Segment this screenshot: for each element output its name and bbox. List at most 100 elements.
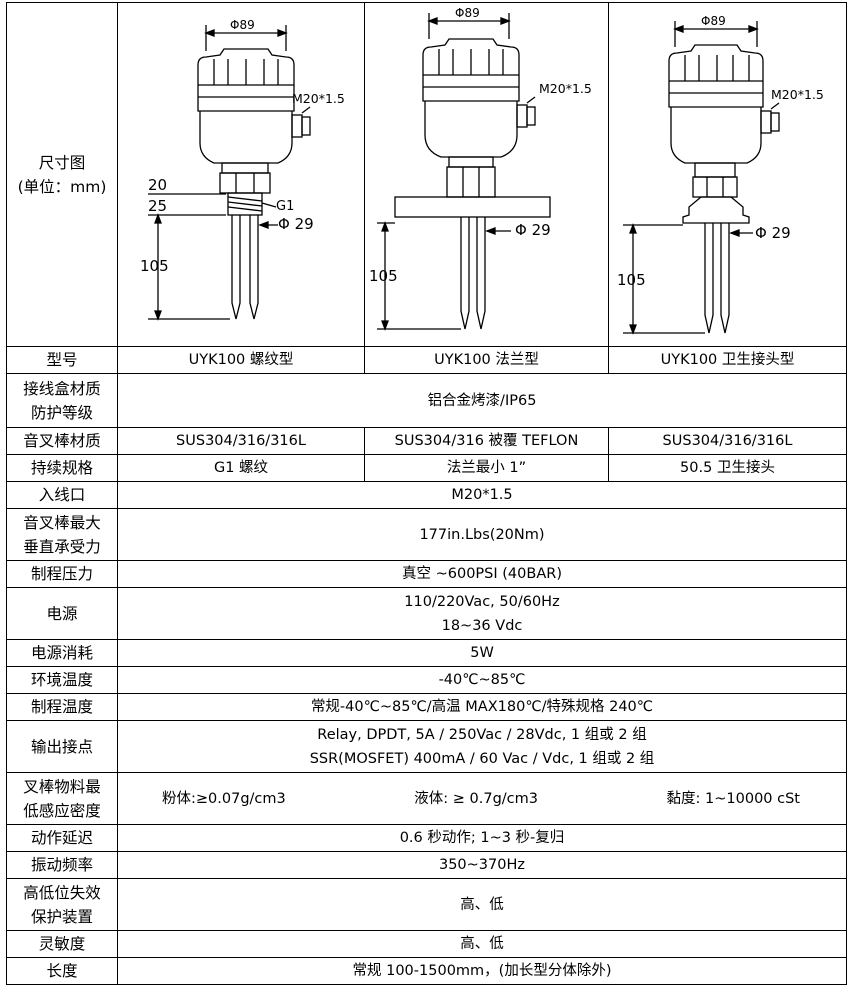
length-label: 长度 [6,957,118,985]
sanitary-length-label: 105 [617,271,646,289]
min-density-label-line-1: 叉棒物料最 [23,777,101,796]
housing-label: 接线盒材质 防护等级 [6,373,118,428]
dimension-label-unit: (单位：mm) [17,177,107,196]
power-value-dc: 18~36 Vdc [441,617,523,634]
threaded-diameter-label: Φ89 [230,18,255,32]
dimension-row: 尺寸图 (单位：mm) [6,2,847,347]
min-density-liquid: 液体: ≥ 0.7g/cm3 [414,790,538,807]
failsafe-label: 高低位失效 保护装置 [6,878,118,931]
delay-value: 0.6 秒动作; 1~3 秒-复归 [117,824,847,852]
threaded-fork-diameter: Φ 29 [278,215,314,233]
ambient-temp-value: -40℃~85℃ [117,666,847,694]
max-force-label: 音叉棒最大 垂直承受力 [6,508,118,561]
sanitary-drawing-cell: Φ89 M20*1.5 Φ 29 105 [608,2,847,347]
process-pressure-value: 真空 ~600PSI (40BAR) [117,560,847,588]
sensitivity-value: 高、低 [117,930,847,958]
threaded-dim-20: 20 [148,176,167,194]
consumption-label: 电源消耗 [6,639,118,667]
model-threaded: UYK100 螺纹型 [117,346,365,374]
output-row: 输出接点 Relay, DPDT, 5A / 250Vac / 28Vdc, 1… [6,720,847,773]
dimension-label: 尺寸图 (单位：mm) [6,2,118,347]
flange-diameter-label: Φ89 [455,6,480,20]
min-density-label: 叉棒物料最 低感应密度 [6,772,118,825]
output-value-ssr: SSR(MOSFET) 400mA / 60 Vac / Vdc, 1 组或 2… [309,750,655,767]
fork-material-row: 音叉棒材质 SUS304/316/316L SUS304/316 被覆 TEFL… [6,427,847,455]
threaded-dim-25: 25 [148,197,167,215]
housing-value: 铝合金烤漆/IP65 [117,373,847,428]
connection-sanitary: 50.5 卫生接头 [608,454,847,482]
process-pressure-label: 制程压力 [6,560,118,588]
housing-label-line-1: 接线盒材质 [23,379,101,398]
power-value-ac: 110/220Vac, 50/60Hz [404,593,560,610]
connection-threaded: G1 螺纹 [117,454,365,482]
model-row: 型号 UYK100 螺纹型 UYK100 法兰型 UYK100 卫生接头型 [6,346,847,374]
sanitary-drawing: Φ89 M20*1.5 Φ 29 105 [617,14,824,335]
process-temp-value: 常规-40℃~85℃/高温 MAX180℃/特殊规格 240℃ [117,693,847,721]
delay-row: 动作延迟 0.6 秒动作; 1~3 秒-复归 [6,824,847,852]
threaded-thread-label: G1 [276,199,294,214]
ambient-temp-row: 环境温度 -40℃~85℃ [6,666,847,694]
model-label: 型号 [6,346,118,374]
min-density-label-line-2: 低感应密度 [23,801,101,820]
frequency-label: 振动频率 [6,851,118,879]
output-value: Relay, DPDT, 5A / 250Vac / 28Vdc, 1 组或 2… [117,720,847,773]
flange-cable-label: M20*1.5 [539,81,592,96]
fork-material-flange: SUS304/316 被覆 TEFLON [364,427,609,455]
fork-material-sanitary: SUS304/316/316L [608,427,847,455]
min-density-row: 叉棒物料最 低感应密度 粉体:≥0.07g/cm3 液体: ≥ 0.7g/cm3… [6,772,847,825]
cable-entry-label: 入线口 [6,481,118,509]
process-pressure-row: 制程压力 真空 ~600PSI (40BAR) [6,560,847,588]
threaded-cable-label: M20*1.5 [292,91,345,106]
max-force-value: 177in.Lbs(20Nm) [117,508,847,561]
delay-label: 动作延迟 [6,824,118,852]
connection-flange: 法兰最小 1” [364,454,609,482]
power-row: 电源 110/220Vac, 50/60Hz 18~36 Vdc [6,587,847,640]
flange-drawing-cell: Φ89 M20*1.5 Φ 29 105 [364,2,609,347]
process-temp-label: 制程温度 [6,693,118,721]
failsafe-row: 高低位失效 保护装置 高、低 [6,878,847,931]
sanitary-fork-diameter: Φ 29 [755,224,791,242]
housing-label-line-2: 防护等级 [30,403,93,422]
failsafe-label-line-1: 高低位失效 [23,883,101,902]
process-temp-row: 制程温度 常规-40℃~85℃/高温 MAX180℃/特殊规格 240℃ [6,693,847,721]
ambient-temp-label: 环境温度 [6,666,118,694]
threaded-drawing: Φ89 M20*1.5 20 25 G1 Φ 29 105 [140,18,345,321]
consumption-row: 电源消耗 5W [6,639,847,667]
max-force-row: 音叉棒最大 垂直承受力 177in.Lbs(20Nm) [6,508,847,561]
flange-drawing: Φ89 M20*1.5 Φ 29 105 [369,6,592,331]
sensitivity-row: 灵敏度 高、低 [6,930,847,958]
consumption-value: 5W [117,639,847,667]
min-density-powder: 粉体:≥0.07g/cm3 [162,790,286,807]
length-value: 常规 100-1500mm，(加长型分体除外) [117,957,847,985]
sensitivity-label: 灵敏度 [6,930,118,958]
min-density-value: 粉体:≥0.07g/cm3 液体: ≥ 0.7g/cm3 黏度: 1~10000… [117,772,847,825]
cable-entry-row: 入线口 M20*1.5 [6,481,847,509]
cable-entry-value: M20*1.5 [117,481,847,509]
frequency-row: 振动频率 350~370Hz [6,851,847,879]
power-label: 电源 [6,587,118,640]
threaded-drawing-cell: Φ89 M20*1.5 20 25 G1 Φ 29 105 [117,2,365,347]
dimension-label-title: 尺寸图 [38,153,86,172]
sanitary-cable-label: M20*1.5 [771,87,824,102]
model-flange: UYK100 法兰型 [364,346,609,374]
min-density-viscosity: 黏度: 1~10000 cSt [666,790,800,807]
max-force-label-line-2: 垂直承受力 [23,537,101,556]
fork-material-label: 音叉棒材质 [6,427,118,455]
connection-row: 持续规格 G1 螺纹 法兰最小 1” 50.5 卫生接头 [6,454,847,482]
failsafe-value: 高、低 [117,878,847,931]
threaded-length-label: 105 [140,257,169,275]
output-label: 输出接点 [6,720,118,773]
length-row: 长度 常规 100-1500mm，(加长型分体除外) [6,957,847,985]
model-sanitary: UYK100 卫生接头型 [608,346,847,374]
frequency-value: 350~370Hz [117,851,847,879]
housing-row: 接线盒材质 防护等级 铝合金烤漆/IP65 [6,373,847,428]
connection-label: 持续规格 [6,454,118,482]
failsafe-label-line-2: 保护装置 [30,907,93,926]
output-value-relay: Relay, DPDT, 5A / 250Vac / 28Vdc, 1 组或 2… [317,726,647,743]
fork-material-threaded: SUS304/316/316L [117,427,365,455]
spec-table: 尺寸图 (单位：mm) [6,2,847,985]
max-force-label-line-1: 音叉棒最大 [23,513,101,532]
flange-length-label: 105 [369,267,398,285]
sanitary-diameter-label: Φ89 [701,14,726,28]
power-value: 110/220Vac, 50/60Hz 18~36 Vdc [117,587,847,640]
